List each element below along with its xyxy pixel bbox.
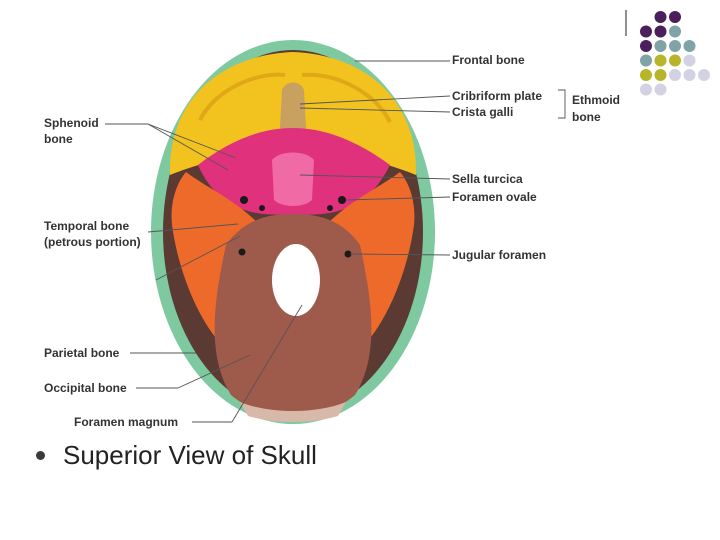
foramen-magnum bbox=[272, 244, 320, 316]
decorative-dot bbox=[654, 54, 667, 67]
decorative-dot bbox=[654, 40, 667, 52]
ethmoid-bone bbox=[280, 82, 306, 133]
jugular-foramen-right bbox=[344, 250, 352, 258]
decorative-dot bbox=[669, 11, 681, 23]
label-jugular-foramen: Jugular foramen bbox=[452, 248, 546, 262]
decorative-dot bbox=[654, 69, 667, 81]
decorative-dot-grid bbox=[640, 11, 710, 96]
decorative-dot bbox=[669, 25, 681, 38]
temporal-bone-left bbox=[171, 172, 268, 345]
decorative-dot bbox=[640, 69, 652, 81]
foramen-ovale-left bbox=[240, 196, 248, 204]
decorative-dot bbox=[654, 25, 667, 38]
bullet-dot-icon bbox=[36, 450, 45, 460]
label-cribriform-plate: Cribriform plate bbox=[452, 89, 542, 103]
decorative-dot bbox=[654, 11, 667, 23]
label-ethmoid-line1: Ethmoid bbox=[572, 93, 620, 107]
label-occipital-bone: Occipital bone bbox=[44, 381, 127, 395]
label-temporal-line2: (petrous portion) bbox=[44, 235, 141, 249]
jugular-foramen-left bbox=[238, 248, 246, 256]
decorative-dot bbox=[640, 83, 652, 96]
skull-illustration bbox=[151, 40, 435, 424]
label-frontal-bone: Frontal bone bbox=[452, 53, 525, 67]
label-crista-galli: Crista galli bbox=[452, 105, 513, 119]
decorative-dot bbox=[640, 54, 652, 67]
slide-caption: Superior View of Skull bbox=[63, 439, 317, 470]
label-ethmoid-line2: bone bbox=[572, 110, 601, 124]
decorative-dot bbox=[683, 69, 696, 81]
caption-bullet-row: Superior View of Skull bbox=[36, 437, 317, 473]
leader-lines bbox=[105, 60, 566, 423]
label-sphenoid-line2: bone bbox=[44, 132, 73, 146]
decorative-dot bbox=[698, 69, 710, 81]
decorative-dot bbox=[669, 40, 681, 52]
label-foramen-ovale: Foramen ovale bbox=[452, 190, 537, 204]
decorative-dot bbox=[683, 54, 696, 67]
label-sella-turcica: Sella turcica bbox=[452, 172, 523, 186]
label-foramen-magnum: Foramen magnum bbox=[74, 415, 178, 429]
decorative-dot bbox=[640, 25, 652, 38]
decorative-dot bbox=[669, 69, 681, 81]
label-sphenoid-line1: Sphenoid bbox=[44, 116, 99, 130]
decorative-dot bbox=[669, 54, 681, 67]
label-temporal-line1: Temporal bone bbox=[44, 219, 129, 233]
temporal-bone-right bbox=[318, 172, 415, 345]
decorative-dot bbox=[640, 40, 652, 52]
occipital-bone bbox=[214, 214, 372, 418]
label-parietal-bone: Parietal bone bbox=[44, 346, 120, 360]
decorative-dot bbox=[683, 40, 696, 52]
foramen-ovale-right bbox=[338, 196, 346, 204]
decorative-dot bbox=[654, 83, 667, 96]
sella-turcica bbox=[272, 152, 314, 206]
